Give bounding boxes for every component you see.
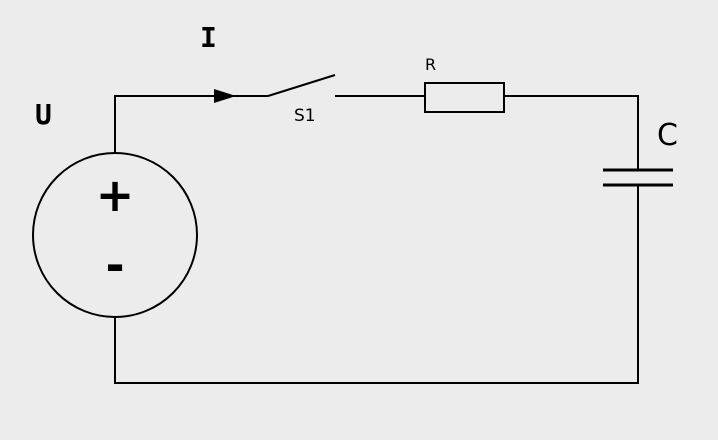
wire-resistor-to-capacitor [504, 95, 639, 170]
label-current-i: I [200, 21, 217, 54]
resistor-r [424, 82, 505, 113]
label-plus-sign: + [96, 168, 135, 222]
label-resistor-r: R [425, 55, 436, 74]
voltage-source [32, 152, 198, 318]
label-voltage-u: U [35, 98, 52, 131]
label-capacitor-c: C [657, 118, 678, 153]
switch-s1 [267, 74, 336, 97]
wire-bottom-return [114, 185, 639, 384]
current-arrow-icon [214, 89, 236, 103]
label-switch-s1: S1 [294, 106, 316, 126]
wire-top-left [114, 95, 268, 158]
label-minus-sign: - [105, 238, 124, 292]
capacitor-c [603, 168, 673, 187]
